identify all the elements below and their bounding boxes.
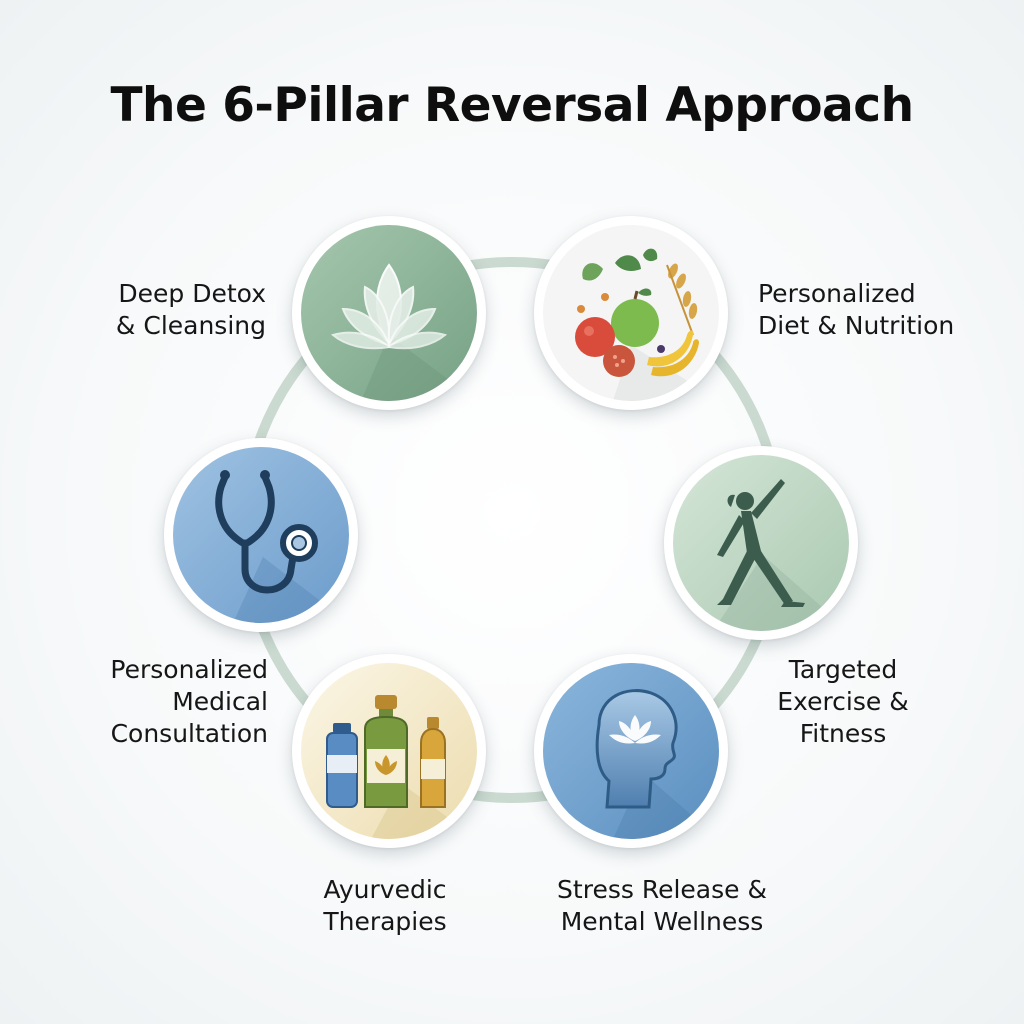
pillar-label-ayurvedic: Ayurvedic Therapies — [323, 875, 447, 936]
pillar-label-stress-release: Stress Release & Mental Wellness — [557, 875, 767, 936]
pillar-stress-release — [534, 654, 728, 848]
page-title: The 6-Pillar Reversal Approach — [110, 78, 914, 133]
pillar-label-diet-nutrition: Personalized Diet & Nutrition — [758, 279, 955, 340]
pillar-ayurvedic — [292, 654, 486, 848]
lotus-icon — [301, 225, 477, 401]
herbal-bottles-icon — [301, 663, 477, 839]
pillar-medical-consultation — [164, 438, 358, 632]
pillar-exercise-fitness — [664, 446, 858, 640]
pillar-diet-nutrition — [534, 216, 728, 410]
pillar-deep-detox — [292, 216, 486, 410]
yoga-pose-icon — [673, 455, 849, 631]
pillar-label-deep-detox: Deep Detox & Cleansing — [115, 279, 266, 340]
pillar-label-medical-consultation: Personalized Medical Consultation — [110, 655, 268, 748]
stethoscope-icon — [173, 447, 349, 623]
fruits-vegetables-icon — [543, 225, 719, 401]
pillar-label-exercise-fitness: Targeted Exercise & Fitness — [777, 655, 909, 748]
mind-lotus-head-icon — [543, 663, 719, 839]
